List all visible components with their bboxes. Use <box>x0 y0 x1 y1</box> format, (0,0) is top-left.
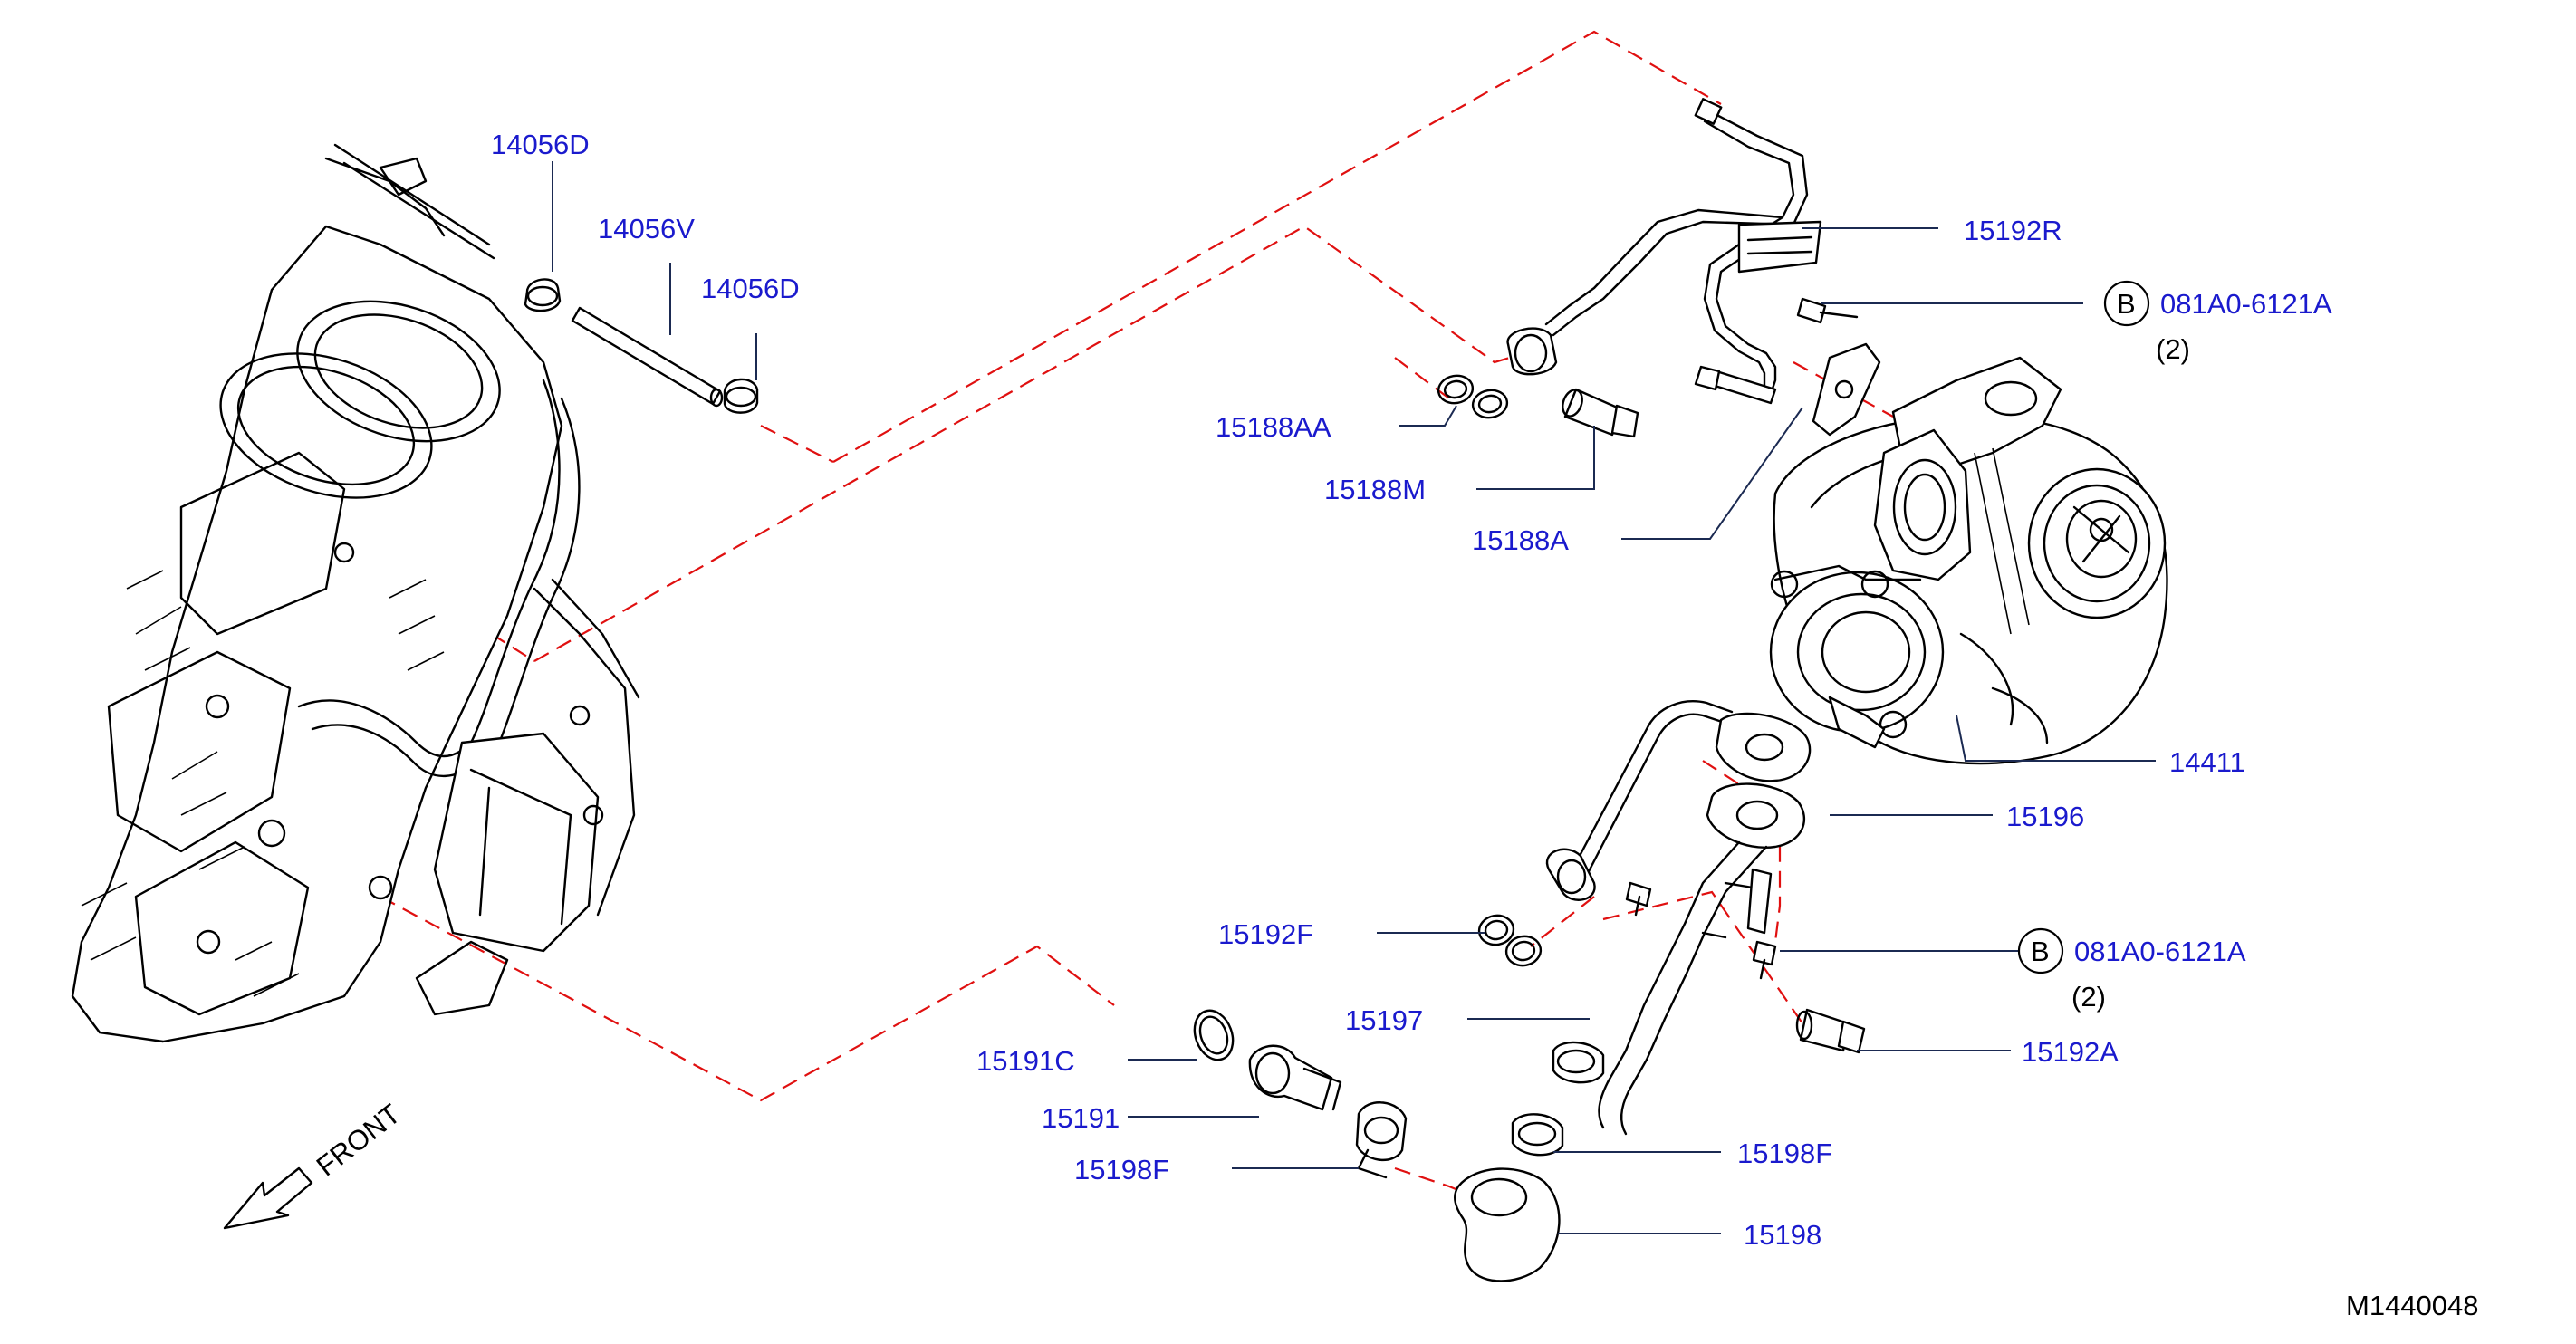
clamp-15198F-left <box>1355 1101 1408 1162</box>
clip-14056D-lower <box>723 378 759 414</box>
label-15191: 15191 <box>1042 1102 1120 1134</box>
oil-return-assembly <box>1545 700 1812 1061</box>
label-15196: 15196 <box>2006 801 2084 832</box>
label-14056D-low: 14056D <box>701 273 800 304</box>
label-15192F: 15192F <box>1218 918 1313 950</box>
label-15188A: 15188A <box>1472 524 1569 556</box>
label-15188M: 15188M <box>1324 474 1426 505</box>
oil-feed-tube-15192R <box>1506 98 1822 400</box>
gasket-15188A <box>1812 342 1881 437</box>
small-bolt-lower-a <box>1625 881 1652 907</box>
bolt-15192A <box>1799 1008 1850 1052</box>
assembly-dash-lines <box>361 30 1894 1211</box>
label-15198F-left: 15198F <box>1074 1154 1169 1186</box>
upper-gasket-and-bolts <box>1694 297 1881 437</box>
clamp-upper <box>1552 1041 1605 1084</box>
front-arrow-icon <box>223 1166 313 1230</box>
label-bolt-upper: 081A0-6121A <box>2160 288 2332 320</box>
clamp-15198F-right <box>1511 1113 1564 1157</box>
hose-and-clips <box>524 278 759 414</box>
label-bolt-lower-qty: (2) <box>2071 981 2106 1013</box>
label-14411: 14411 <box>2169 746 2245 778</box>
part-labels: 14056D 14056V 14056D 15192R 081A0-6121A … <box>491 129 2332 1251</box>
front-label: FRONT <box>311 1098 407 1182</box>
label-14056V: 14056V <box>598 213 695 245</box>
washer-15188AA-b <box>1471 389 1509 419</box>
bolt-lower-ref: B <box>2031 936 2050 967</box>
label-15188AA: 15188AA <box>1216 411 1331 443</box>
ref-markers: B B <box>2017 280 2150 974</box>
label-15192R: 15192R <box>1964 215 2062 246</box>
label-bolt-upper-qty: (2) <box>2156 333 2190 365</box>
lower-washers-15192F <box>1477 914 1543 967</box>
label-15197: 15197 <box>1345 1004 1423 1036</box>
hose-15197 <box>1511 1041 1648 1157</box>
gasket-15196 <box>1715 712 1812 782</box>
banjo-bolt-15188M <box>1563 388 1623 437</box>
label-15192A: 15192A <box>2022 1036 2119 1068</box>
label-bolt-lower: 081A0-6121A <box>2074 936 2246 967</box>
label-14056D-top: 14056D <box>491 129 590 160</box>
label-15198: 15198 <box>1744 1219 1821 1251</box>
bolt-B-upper <box>1796 297 1827 324</box>
fitting-15191 <box>1248 1044 1333 1111</box>
leader-lines <box>552 161 2156 1234</box>
lower-fittings <box>1193 1009 1561 1282</box>
ring-15191C <box>1193 1009 1235 1061</box>
lower-bolts <box>1752 940 1866 1054</box>
bolt-upper-ref: B <box>2117 288 2136 320</box>
washer-15188AA-a <box>1437 374 1475 405</box>
elbow-hose-15198 <box>1454 1167 1561 1282</box>
drawing-id: M1440048 <box>2346 1290 2479 1321</box>
engine-block <box>71 143 640 1043</box>
bolt-B-lower <box>1752 940 1777 966</box>
label-15191C: 15191C <box>976 1045 1075 1077</box>
upper-washers-bolt <box>1437 374 1639 438</box>
label-15198F-right: 15198F <box>1737 1138 1832 1169</box>
hose-14056V <box>571 306 722 406</box>
front-arrow: FRONT <box>223 1098 407 1230</box>
turbocharger-14411 <box>1769 356 2168 765</box>
